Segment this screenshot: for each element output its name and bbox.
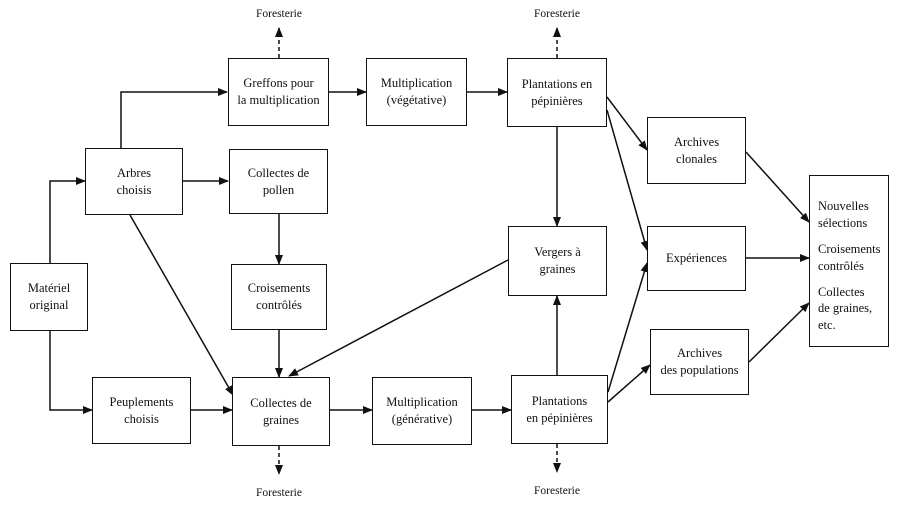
box-experiences: Expériences <box>647 226 746 291</box>
arrow-archives-clonales-to-output <box>745 151 810 223</box>
box-archives-clonales: Archives clonales <box>647 117 746 184</box>
box-plantations-bottom: Plantations en pépinières <box>511 375 608 444</box>
box-pollen-label: Collectes de pollen <box>247 165 310 197</box>
foresterie-label-top-right: Foresterie <box>534 8 580 20</box>
box-collectes-graines: Collectes de graines <box>232 377 330 446</box>
box-materiel-original: Matériel original <box>10 263 88 331</box>
arrow-plant-top-to-archives-clonales <box>606 96 648 151</box>
arrow-vergers-to-collectes <box>288 259 509 377</box>
box-archives-pop-label: Archives des populations <box>660 346 739 377</box>
box-archives-populations: Archives des populations <box>650 329 749 395</box>
box-peuplements-choisis: Peuplements choisis <box>92 377 191 444</box>
arrow-arbres-to-collectes <box>129 214 234 396</box>
box-archives-clonales-label: Archives clonales <box>673 134 720 166</box>
box-mult-gen-label: Multiplication (générative) <box>386 395 458 426</box>
arrow-arbres-to-greffons <box>120 88 228 148</box>
foresterie-label-top-left: Foresterie <box>256 8 302 20</box>
box-experiences-label: Expériences <box>665 251 728 266</box>
foresterie-label-bottom-left: Foresterie <box>256 487 302 499</box>
box-plant-top-label: Plantations en pépinières <box>521 76 593 108</box>
output-collectes-graines: Collectes de graines, etc. <box>818 284 873 333</box>
box-multiplication-vegetative: Multiplication (végétative) <box>366 58 467 126</box>
output-nouvelles-selections: Nouvelles sélections <box>818 199 869 230</box>
box-multiplication-generative: Multiplication (générative) <box>372 377 472 445</box>
box-collectes-graines-label: Collectes de graines <box>250 395 312 427</box>
box-mult-veg-label: Multiplication (végétative) <box>380 76 453 107</box>
box-plant-bottom-label: Plantations en pépinières <box>526 393 593 425</box>
output-croisements-controles: Croisements contrôlés <box>818 241 881 273</box>
box-output-results: Nouvelles sélections Croisements contrôl… <box>809 175 889 347</box>
box-greffons: Greffons pour la multiplication <box>228 58 329 126</box>
box-materiel-label: Matériel original <box>27 281 71 312</box>
box-plantations-top: Plantations en pépinières <box>507 58 607 127</box>
box-vergers-label: Vergers à graines <box>534 245 581 276</box>
foresterie-label-bottom-right: Foresterie <box>534 485 580 497</box>
arrow-plant-bottom-to-archives-pop <box>607 364 651 403</box>
arrow-archives-pop-to-output <box>748 302 810 363</box>
arrow-materiel-to-arbres <box>49 177 86 263</box>
box-greffons-label: Greffons pour la multiplication <box>237 76 320 107</box>
box-croisements-label: Croisements contrôlés <box>247 281 311 312</box>
box-vergers-graines: Vergers à graines <box>508 226 607 296</box>
box-peuplements-label: Peuplements choisis <box>109 394 174 426</box>
box-arbres-choisis: Arbres choisis <box>85 148 183 215</box>
box-arbres-label: Arbres choisis <box>116 165 152 197</box>
arrow-materiel-to-peuplements <box>49 331 93 414</box>
box-collectes-pollen: Collectes de pollen <box>229 149 328 214</box>
arrow-plant-top-to-experiences <box>606 109 649 251</box>
arrow-plant-bottom-to-experiences <box>607 262 649 393</box>
box-croisements-controles: Croisements contrôlés <box>231 264 327 330</box>
